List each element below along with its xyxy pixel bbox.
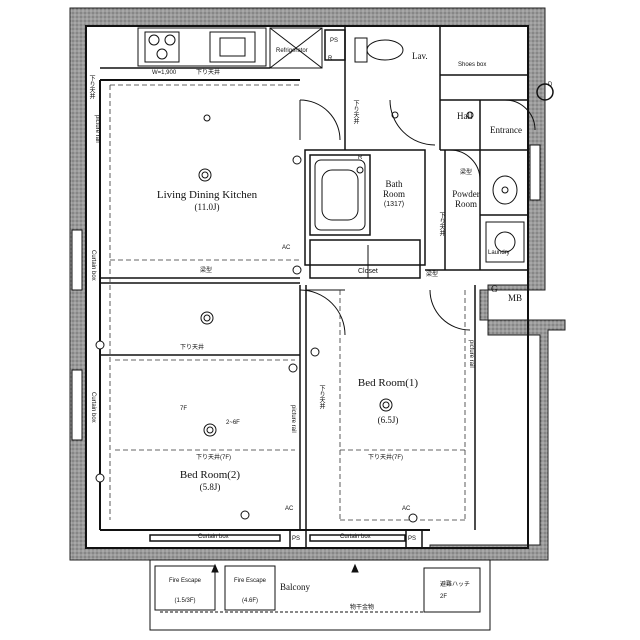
bokei-powder: 梁型 [460, 170, 473, 176]
powder-name-1: Powder [452, 189, 480, 199]
curtain-box-2: Curtain box [340, 534, 371, 540]
fire-escape-2: Fire Escape [233, 578, 267, 584]
bath-name-2: Room [382, 189, 406, 199]
mono-hoshi-label: 物干金物 [350, 605, 375, 611]
powder-name-2: Room [454, 199, 478, 209]
f2-6-label: 2~6F [226, 420, 240, 426]
picture-rail-bed1: picture rail [468, 340, 474, 368]
windows [71, 144, 541, 441]
ps-bottom-1: PS [292, 536, 301, 542]
2f-label: 2F [440, 594, 448, 600]
laundry-label: Laundry [488, 250, 510, 256]
curtain-box-left-2: Curtain box [90, 392, 96, 423]
refrigerator-label: Refrigerator [276, 48, 308, 54]
bath-name-1: Bath [385, 179, 403, 189]
fire-escape-2-floors: (4.6F) [241, 598, 259, 604]
closet-doors [318, 245, 418, 279]
d-label: D [548, 82, 553, 88]
lav-label: Lav. [412, 51, 428, 61]
ps-top: PS [330, 38, 339, 44]
laundry-pan [485, 221, 525, 263]
entrance-label: Entrance [490, 125, 522, 135]
bed2-area: (5.8J) [199, 482, 221, 492]
kitchen-counter [137, 27, 323, 69]
fire-escape-1: Fire Escape [168, 578, 202, 584]
bed1-name: Bed Room(1) [357, 377, 419, 389]
ldk-area: (11.0J) [194, 202, 220, 212]
curtain-box-1: Curtain box [198, 534, 229, 540]
bokei-ldk: 梁型 [200, 268, 213, 274]
bath-size: (1317) [383, 201, 405, 208]
picture-rail-ldk: picture rail [94, 115, 100, 143]
ceiling-lights [198, 111, 474, 437]
balcony [149, 559, 491, 631]
toilet [354, 37, 404, 63]
sagari-bed1-left: 下り天井 [318, 385, 324, 409]
sagari-left: 下り天井 [88, 75, 94, 99]
f7-label: 7F [180, 406, 188, 412]
sagari-hall: 下り天井 [352, 100, 358, 124]
bed2-name: Bed Room(2) [179, 469, 241, 481]
curtain-box-left-1: Curtain box [90, 250, 96, 281]
g-label: G [491, 284, 498, 294]
ac-ldk: AC [282, 245, 291, 251]
bed1-area: (6.5J) [377, 415, 399, 425]
sagari-mid: 下り天井 [180, 345, 205, 351]
sagari-powder: 下り天井 [438, 212, 444, 236]
sagari-top: 下り天井 [196, 70, 221, 76]
ps-bottom-2: PS [408, 536, 417, 542]
outlets [95, 83, 554, 523]
fire-escape-1-floors: (1.5/3F) [174, 598, 196, 604]
hall-label: Hall [457, 111, 473, 121]
r-bath: R [358, 155, 363, 161]
ac-bed2: AC [285, 506, 294, 512]
sagari-7f-bed2: 下り天井(7F) [196, 455, 231, 461]
hinan-label: 避難ハッチ [440, 582, 471, 588]
closet-label: Closet [358, 268, 378, 275]
sagari-7f-bed1: 下り天井(7F) [368, 455, 403, 461]
partitions [100, 26, 528, 549]
r-top: R [328, 56, 333, 62]
bathtub [314, 159, 366, 231]
door-swings [299, 99, 536, 336]
balcony-label: Balcony [280, 582, 310, 592]
mb-label: MB [508, 293, 523, 303]
bokei-closet: 梁型 [426, 272, 439, 278]
w1900-label: W=1,900 [152, 70, 177, 76]
sink [492, 175, 518, 205]
ldk-name: Living Dining Kitchen [156, 189, 258, 201]
shoes-box-label: Shoes box [458, 62, 487, 68]
picture-rail-bed2: picture rail [290, 405, 296, 433]
ceiling-lines [109, 84, 466, 521]
ac-bed1: AC [402, 506, 411, 512]
main-walls [85, 25, 529, 549]
